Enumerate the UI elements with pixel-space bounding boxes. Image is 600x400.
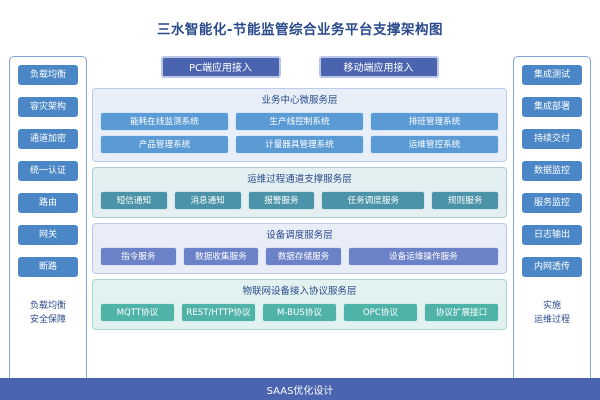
right-item-integration-deploy[interactable]: 集成部署: [522, 97, 582, 117]
cell-energy-online-monitoring[interactable]: 能耗在线监测系统: [100, 112, 229, 131]
panel-3-title: 设备调度服务层: [266, 230, 333, 241]
cell-product-management[interactable]: 产品管理系统: [100, 135, 229, 154]
panel-1-title: 业务中心微服务层: [261, 95, 338, 106]
left-item-channel-encryption[interactable]: 通道加密: [18, 129, 78, 149]
panel-3-row-1: 指令服务 数据收集服务 数据存储服务 设备运维操作服务: [100, 247, 499, 266]
right-item-intranet-passthrough[interactable]: 内网透传: [522, 257, 582, 277]
panel-2-row-1: 短信通知 消息通知 报警服务 任务调度服务 规则服务: [100, 191, 499, 210]
left-caption-line-2: 安全保障: [29, 315, 66, 325]
right-item-integration-test[interactable]: 集成测试: [522, 65, 582, 85]
cell-task-scheduling-service[interactable]: 任务调度服务: [321, 191, 426, 210]
cell-message-notification[interactable]: 消息通知: [173, 191, 242, 210]
top-access-button-group: PC端应用接入 移动端应用接入: [92, 56, 507, 78]
panel-business-microservice: 业务中心微服务层 能耗在线监测系统 生产线控制系统 排班管理系统 产品管理系统 …: [92, 88, 507, 162]
cell-opc-protocol[interactable]: OPC协议: [343, 303, 418, 322]
cell-command-service[interactable]: 指令服务: [100, 247, 177, 266]
right-caption-line-1: 实施: [542, 301, 561, 311]
layer-stack: 业务中心微服务层 能耗在线监测系统 生产线控制系统 排班管理系统 产品管理系统 …: [92, 88, 507, 373]
cell-production-line-control[interactable]: 生产线控制系统: [235, 112, 364, 131]
left-column-caption: 负载均衡 安全保障: [30, 299, 66, 327]
panel-2-title: 运维过程通道支撑服务层: [247, 174, 352, 185]
right-item-log-output[interactable]: 日志输出: [522, 225, 582, 245]
cell-data-storage-service[interactable]: 数据存储服务: [265, 247, 342, 266]
panel-ops-channel-support: 运维过程通道支撑服务层 短信通知 消息通知 报警服务 任务调度服务 规则服务: [92, 167, 507, 218]
page-title: 三水智能化-节能监管综合业务平台支撑架构图: [156, 22, 444, 38]
left-item-load-balance[interactable]: 负载均衡: [18, 65, 78, 85]
cell-mqtt-protocol[interactable]: MQTT协议: [100, 303, 175, 322]
cell-rest-http-protocol[interactable]: REST/HTTP协议: [181, 303, 256, 322]
right-support-column: 集成测试 集成部署 持续交付 数据监控 服务监控 日志输出 内网透传 实施 运维…: [513, 56, 591, 384]
left-support-column: 负载均衡 容灾架构 通道加密 统一认证 路由 网关 断路 负载均衡 安全保障: [9, 56, 87, 384]
cell-shift-management[interactable]: 排班管理系统: [370, 112, 499, 131]
left-item-routing[interactable]: 路由: [18, 193, 78, 213]
panel-iot-protocol-access: 物联网设备接入协议服务层 MQTT协议 REST/HTTP协议 M-BUS协议 …: [92, 279, 507, 330]
panel-4-title: 物联网设备接入协议服务层: [242, 286, 357, 297]
pc-access-button[interactable]: PC端应用接入: [160, 56, 281, 78]
right-caption-line-2: 运维过程: [533, 315, 570, 325]
cell-ops-control[interactable]: 运维管控系统: [370, 135, 499, 154]
left-item-disaster-recovery[interactable]: 容灾架构: [18, 97, 78, 117]
cell-sms-notification[interactable]: 短信通知: [100, 191, 168, 210]
panel-device-scheduling: 设备调度服务层 指令服务 数据收集服务 数据存储服务 设备运维操作服务: [92, 223, 507, 274]
left-caption-line-1: 负载均衡: [29, 301, 66, 311]
right-item-data-monitoring[interactable]: 数据监控: [522, 161, 582, 181]
left-item-gateway[interactable]: 网关: [18, 225, 78, 245]
cell-metering-instrument-management[interactable]: 计量器具管理系统: [235, 135, 364, 154]
left-item-unified-auth[interactable]: 统一认证: [18, 161, 78, 181]
right-item-service-monitoring[interactable]: 服务监控: [522, 193, 582, 213]
cell-device-ops-operation-service[interactable]: 设备运维操作服务: [347, 247, 499, 266]
bottom-bar-label: SAAS优化设计: [266, 385, 334, 397]
mobile-access-button[interactable]: 移动端应用接入: [318, 56, 439, 78]
cell-protocol-extension-interface[interactable]: 协议扩展接口: [424, 303, 499, 322]
cell-rule-service[interactable]: 规则服务: [431, 191, 499, 210]
panel-1-row-2: 产品管理系统 计量器具管理系统 运维管控系统: [100, 135, 499, 154]
right-column-caption: 实施 运维过程: [534, 299, 570, 327]
cell-mbus-protocol[interactable]: M-BUS协议: [262, 303, 337, 322]
cell-alarm-service[interactable]: 报警服务: [247, 191, 316, 210]
panel-4-row-1: MQTT协议 REST/HTTP协议 M-BUS协议 OPC协议 协议扩展接口: [100, 303, 499, 322]
panel-1-row-1: 能耗在线监测系统 生产线控制系统 排班管理系统: [100, 112, 499, 131]
left-item-circuit-breaker[interactable]: 断路: [18, 257, 78, 277]
bottom-bar: SAAS优化设计: [0, 378, 600, 400]
cell-data-collection-service[interactable]: 数据收集服务: [182, 247, 260, 266]
right-item-continuous-delivery[interactable]: 持续交付: [522, 129, 582, 149]
